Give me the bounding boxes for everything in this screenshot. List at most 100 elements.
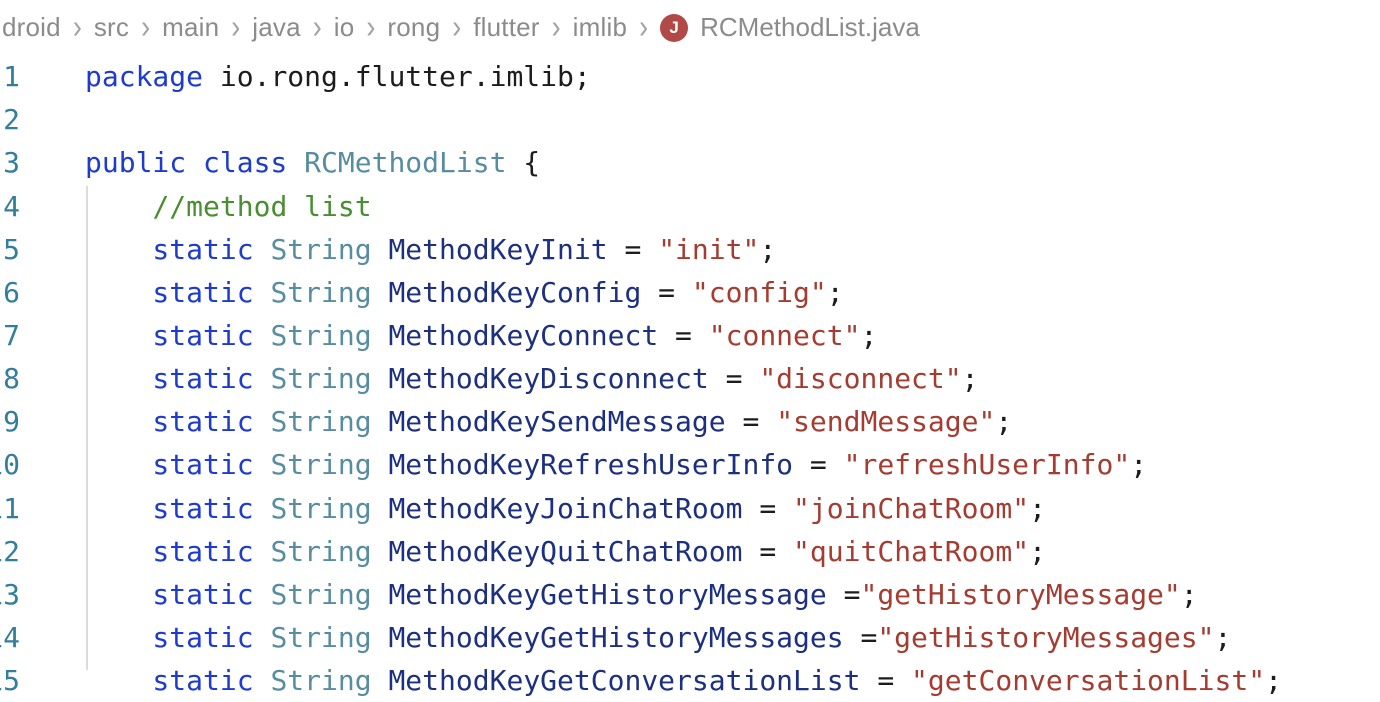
breadcrumb-item[interactable]: java bbox=[252, 12, 301, 42]
token-str: "disconnect" bbox=[759, 362, 962, 396]
token-plain: = bbox=[759, 491, 794, 525]
line-number[interactable]: 9 bbox=[3, 405, 20, 439]
code-area[interactable]: 1 package io.rong.flutter.imlib; 2 3 public … bbox=[0, 55, 1282, 702]
line-number[interactable]: 2 bbox=[3, 103, 20, 137]
token-plain: ; bbox=[759, 232, 777, 266]
code-line[interactable]: 12 static String MethodKeyQuitChatRoom =… bbox=[0, 530, 1282, 573]
token-plain: ; bbox=[961, 362, 979, 396]
line-number[interactable]: 3 bbox=[3, 146, 20, 180]
token-var: MethodKeyConnect bbox=[388, 319, 676, 353]
line-number[interactable]: 1 bbox=[3, 60, 20, 94]
token-str: "init" bbox=[658, 232, 760, 266]
breadcrumb-item[interactable]: src bbox=[93, 12, 130, 42]
code-text: static String MethodKeyConnect = "connec… bbox=[85, 319, 877, 352]
code-text: static String MethodKeyGetConversationLi… bbox=[85, 664, 1282, 697]
breadcrumb-file-name[interactable]: RCMethodList.java bbox=[700, 12, 920, 42]
token-var: MethodKeyRefreshUserInfo bbox=[388, 448, 810, 482]
breadcrumb-item[interactable]: imlib bbox=[572, 12, 628, 42]
token-str: "refreshUserInfo" bbox=[843, 448, 1131, 482]
breadcrumb-item[interactable]: io bbox=[333, 12, 355, 42]
token-plain: = bbox=[809, 448, 844, 482]
code-text: static String MethodKeyDisconnect = "dis… bbox=[85, 362, 978, 395]
token-type: String bbox=[270, 319, 389, 353]
code-text: static String MethodKeyRefreshUserInfo =… bbox=[85, 448, 1147, 481]
line-number[interactable]: 12 bbox=[0, 534, 20, 568]
java-file-icon: J bbox=[660, 13, 689, 42]
token-plain: ; bbox=[1214, 621, 1232, 655]
token-type: String bbox=[270, 491, 389, 525]
code-text: static String MethodKeyJoinChatRoom = "j… bbox=[85, 492, 1046, 525]
token-var: MethodKeySendMessage bbox=[388, 405, 743, 439]
line-number[interactable]: 10 bbox=[0, 448, 20, 482]
code-line[interactable]: 2 bbox=[0, 98, 1282, 141]
code-line[interactable]: 10 static String MethodKeyRefreshUserInf… bbox=[0, 443, 1282, 486]
breadcrumb-item[interactable]: flutter bbox=[473, 12, 540, 42]
token-var: MethodKeyConfig bbox=[388, 275, 659, 309]
line-number[interactable]: 5 bbox=[3, 232, 20, 266]
breadcrumb: droid›src›main›java›io›rong›flutter›imli… bbox=[0, 0, 1380, 55]
token-kw: static bbox=[85, 621, 271, 655]
chevron-right-icon: › bbox=[312, 8, 322, 46]
code-text: static String MethodKeyInit = "init"; bbox=[85, 233, 776, 266]
code-line[interactable]: 6 static String MethodKeyConfig = "confi… bbox=[0, 271, 1282, 314]
code-text: static String MethodKeyConfig = "config"… bbox=[85, 275, 844, 309]
token-str: "getConversationList" bbox=[911, 664, 1266, 698]
code-line[interactable]: 11 static String MethodKeyJoinChatRoom =… bbox=[0, 487, 1282, 530]
token-type: String bbox=[270, 275, 389, 309]
line-number[interactable]: 15 bbox=[0, 664, 20, 698]
token-type: String bbox=[270, 664, 389, 698]
token-type: String bbox=[270, 362, 389, 396]
code-line[interactable]: 5 static String MethodKeyInit = "init"; bbox=[0, 228, 1282, 271]
line-number[interactable]: 7 bbox=[3, 319, 20, 353]
token-plain: ; bbox=[826, 275, 844, 309]
token-kw: package bbox=[85, 60, 204, 94]
code-line[interactable]: 14 static String MethodKeyGetHistoryMess… bbox=[0, 616, 1282, 659]
breadcrumb-item[interactable]: droid bbox=[2, 12, 61, 42]
token-str: "quitChatRoom" bbox=[793, 534, 1030, 568]
token-comment: //method list bbox=[152, 189, 372, 223]
code-text: public class RCMethodList { bbox=[85, 146, 540, 179]
chevron-right-icon: › bbox=[366, 8, 376, 46]
code-text: package io.rong.flutter.imlib; bbox=[85, 60, 591, 93]
code-line[interactable]: 7 static String MethodKeyConnect = "conn… bbox=[0, 314, 1282, 357]
line-number[interactable]: 14 bbox=[0, 621, 20, 655]
token-kw: static bbox=[85, 577, 271, 611]
chevron-right-icon: › bbox=[231, 8, 241, 46]
token-plain: ; bbox=[1130, 448, 1148, 482]
token-type: String bbox=[270, 405, 389, 439]
code-text: static String MethodKeyGetHistoryMessage… bbox=[85, 621, 1231, 654]
token-str: "connect" bbox=[708, 319, 861, 353]
token-kw: static bbox=[85, 664, 271, 698]
token-kw: static bbox=[85, 448, 271, 482]
chevron-right-icon: › bbox=[72, 8, 82, 46]
code-line[interactable]: 8 static String MethodKeyDisconnect = "d… bbox=[0, 357, 1282, 400]
line-number[interactable]: 8 bbox=[3, 362, 20, 396]
code-line[interactable]: 9 static String MethodKeySendMessage = "… bbox=[0, 400, 1282, 443]
line-number[interactable]: 11 bbox=[0, 491, 20, 525]
line-number[interactable]: 4 bbox=[3, 189, 20, 223]
token-kw: static bbox=[85, 232, 271, 266]
breadcrumb-item[interactable]: main bbox=[162, 12, 220, 42]
line-number[interactable]: 13 bbox=[0, 577, 20, 611]
token-plain: ; bbox=[995, 405, 1013, 439]
token-str: "getHistoryMessages" bbox=[877, 621, 1215, 655]
token-type: String bbox=[270, 621, 389, 655]
code-text: static String MethodKeySendMessage = "se… bbox=[85, 405, 1012, 438]
token-plain: = bbox=[759, 534, 794, 568]
code-line[interactable]: 1 package io.rong.flutter.imlib; bbox=[0, 55, 1282, 98]
code-text: //method list bbox=[85, 189, 372, 223]
token-plain: ; bbox=[1180, 577, 1198, 611]
token-plain: ; bbox=[1265, 664, 1282, 698]
token-plain: = bbox=[624, 232, 659, 266]
line-number[interactable]: 6 bbox=[3, 275, 20, 309]
code-line[interactable]: 13 static String MethodKeyGetHistoryMess… bbox=[0, 573, 1282, 616]
breadcrumb-item[interactable]: rong bbox=[387, 12, 441, 42]
code-editor[interactable]: 1 package io.rong.flutter.imlib; 2 3 public … bbox=[0, 55, 1380, 697]
token-kw: static bbox=[85, 275, 271, 309]
token-plain: io.rong.flutter.imlib; bbox=[203, 60, 591, 94]
code-line[interactable]: 3 public class RCMethodList { bbox=[0, 141, 1282, 184]
token-kw: static bbox=[85, 534, 271, 568]
token-var: MethodKeyGetHistoryMessages bbox=[388, 621, 861, 655]
code-line[interactable]: 15 static String MethodKeyGetConversatio… bbox=[0, 659, 1282, 702]
code-line[interactable]: 4 //method list bbox=[0, 184, 1282, 227]
